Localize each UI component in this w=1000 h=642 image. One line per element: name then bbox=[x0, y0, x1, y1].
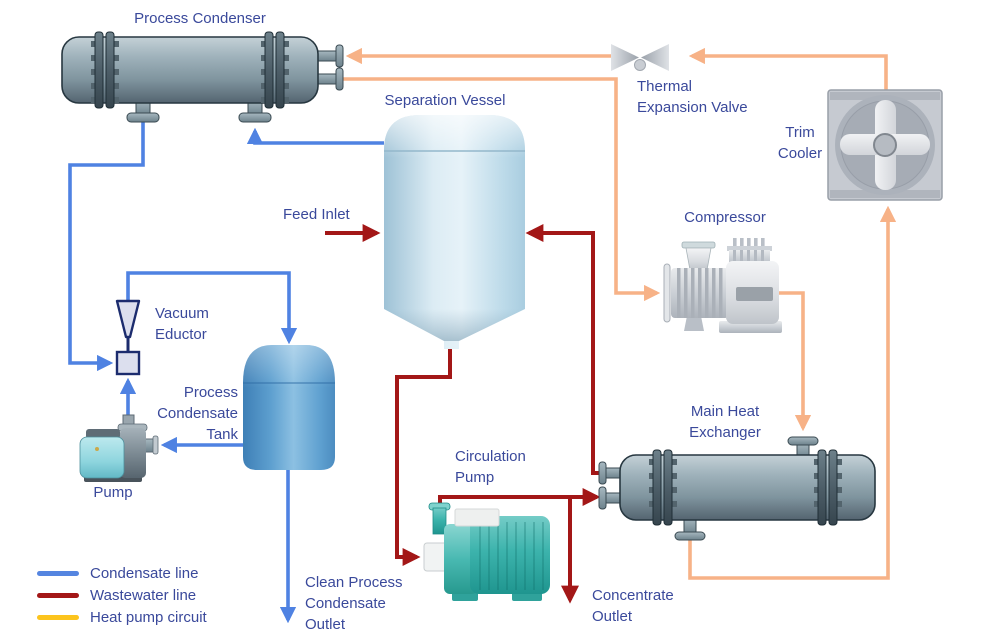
condenser-flanges bbox=[91, 31, 289, 109]
legend-item-condensate-line: Condensate line bbox=[37, 562, 207, 584]
heatpump-line-exchanger-to-cooler bbox=[688, 205, 897, 580]
vacuum-eductor-equipment bbox=[115, 299, 141, 376]
legend-swatch-wastewater bbox=[37, 592, 79, 598]
main-heat-exchanger-equipment bbox=[598, 436, 876, 541]
exchanger-shell bbox=[619, 454, 876, 521]
label-concentrate-outlet: Concentrate Outlet bbox=[592, 587, 674, 625]
legend-label-wastewater: Wastewater line bbox=[90, 586, 197, 604]
fan-hub bbox=[873, 133, 897, 157]
label-trim-cooler: Trim Cooler bbox=[777, 124, 823, 162]
pump-equipment bbox=[79, 414, 159, 482]
wastewater-line-vessel-to-circ-pump bbox=[395, 346, 452, 566]
exchanger-flanges bbox=[649, 449, 842, 526]
label-thermal-expansion-valve: Thermal Expansion Valve bbox=[637, 78, 748, 116]
label-process-condensate-tank: Process Condensate Tank bbox=[157, 384, 238, 443]
trim-cooler-equipment bbox=[827, 89, 943, 201]
process-condenser-equipment bbox=[61, 31, 344, 123]
condensate-line-eductor-to-tank bbox=[126, 271, 298, 345]
label-feed-inlet: Feed Inlet bbox=[283, 206, 350, 223]
condenser-shell bbox=[61, 36, 319, 104]
legend-swatch-heat-pump bbox=[37, 614, 79, 620]
heatpump-line-condenser-to-compressor bbox=[342, 77, 661, 302]
thermal-expansion-valve-equipment bbox=[611, 44, 669, 71]
motor-ribs bbox=[479, 522, 544, 590]
label-main-heat-exchanger: Main Heat Exchanger bbox=[689, 403, 761, 441]
label-process-condenser: Process Condenser bbox=[134, 10, 266, 27]
legend-item-wastewater-line: Wastewater line bbox=[37, 584, 207, 606]
wastewater-line-exchanger-to-vessel bbox=[525, 224, 614, 475]
label-pump: Pump bbox=[93, 484, 133, 501]
label-separation-vessel: Separation Vessel bbox=[384, 92, 506, 109]
label-clean-process-condensate-outlet: Clean Process Condensate Outlet bbox=[305, 574, 403, 633]
wastewater-line-circ-pump-to-exchanger bbox=[438, 488, 601, 507]
circulation-pump-equipment bbox=[423, 502, 550, 601]
heatpump-line-compressor-to-exchanger bbox=[778, 291, 812, 432]
legend-item-heat-pump-circuit: Heat pump circuit bbox=[37, 606, 207, 628]
condensate-line-condenser-to-eductor bbox=[68, 120, 145, 372]
process-condensate-tank-equipment bbox=[243, 345, 335, 470]
label-compressor: Compressor bbox=[684, 209, 766, 226]
legend-label-heat-pump: Heat pump circuit bbox=[90, 608, 207, 626]
legend-label-condensate: Condensate line bbox=[90, 564, 199, 582]
label-vacuum-eductor: Vacuum Eductor bbox=[155, 305, 209, 343]
condensate-line-vessel-to-condenser bbox=[246, 127, 384, 145]
label-circulation-pump: Circulation Pump bbox=[455, 448, 526, 486]
legend: Condensate line Wastewater line Heat pum… bbox=[37, 562, 207, 628]
separation-vessel-equipment bbox=[384, 115, 525, 349]
legend-swatch-condensate bbox=[37, 570, 79, 576]
heatpump-line-cooler-to-valve bbox=[688, 47, 888, 92]
compressor-equipment bbox=[663, 238, 782, 333]
